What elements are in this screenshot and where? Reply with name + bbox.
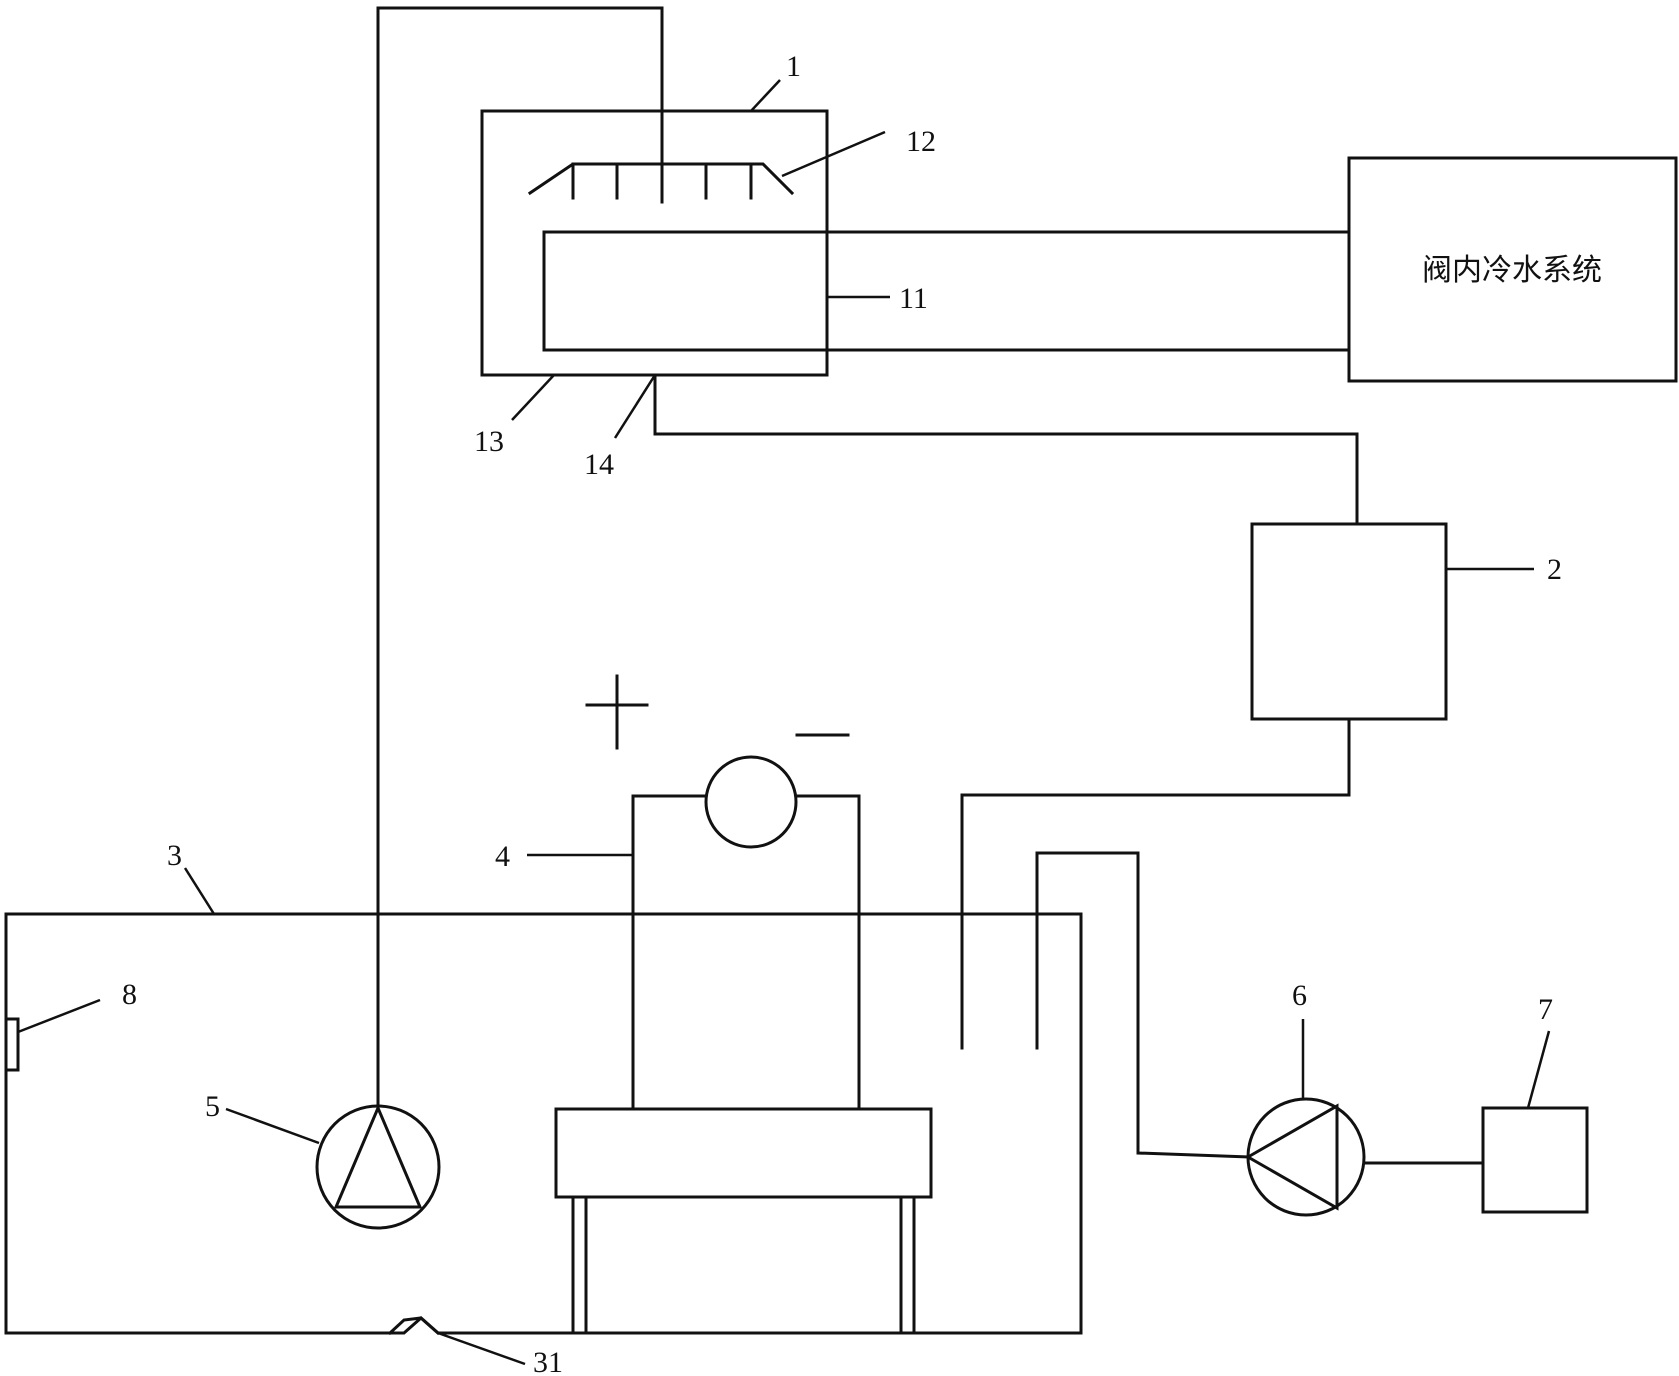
valve-cooling-system-box: 阀内冷水系统 <box>1347 156 1678 383</box>
label-12: 12 <box>906 125 936 158</box>
pipe-2-to-tank <box>960 717 1351 1050</box>
label-6: 6 <box>1292 979 1307 1012</box>
spray-nozzle-bar-12 <box>527 162 795 204</box>
sensor-8 <box>4 1017 20 1072</box>
lead-positive <box>631 794 708 1111</box>
pipe-14-to-2 <box>653 373 1359 526</box>
label-11: 11 <box>899 282 928 315</box>
heater-block <box>554 1107 933 1199</box>
label-5: 5 <box>205 1090 220 1123</box>
component-2-box <box>1250 522 1448 721</box>
valve-cooling-system-label: 阀内冷水系统 <box>1422 253 1602 288</box>
drain-31 <box>387 1316 441 1336</box>
tank-3 <box>4 912 1083 1335</box>
label-2: 2 <box>1547 553 1562 586</box>
label-4: 4 <box>495 840 510 873</box>
label-7: 7 <box>1538 993 1553 1026</box>
label-31: 31 <box>533 1346 563 1376</box>
label-8: 8 <box>122 978 137 1011</box>
leader-lines <box>17 79 1551 1366</box>
pipe-pump5-to-spray <box>376 6 664 1110</box>
lead-negative <box>794 794 861 1111</box>
pump-6 <box>1244 1097 1366 1217</box>
label-1: 1 <box>786 50 801 83</box>
label-14: 14 <box>584 448 614 481</box>
pipe-tank-to-pump6 <box>1035 851 1250 1159</box>
label-13: 13 <box>474 425 504 458</box>
plus-sign <box>585 674 649 750</box>
component-7-box <box>1481 1106 1589 1214</box>
heater-legs <box>571 1195 916 1335</box>
label-3: 3 <box>167 839 182 872</box>
power-source <box>704 755 798 849</box>
pump-5 <box>315 1104 441 1230</box>
cooling-loop-11 <box>542 230 1351 352</box>
chamber-1 <box>480 109 829 377</box>
